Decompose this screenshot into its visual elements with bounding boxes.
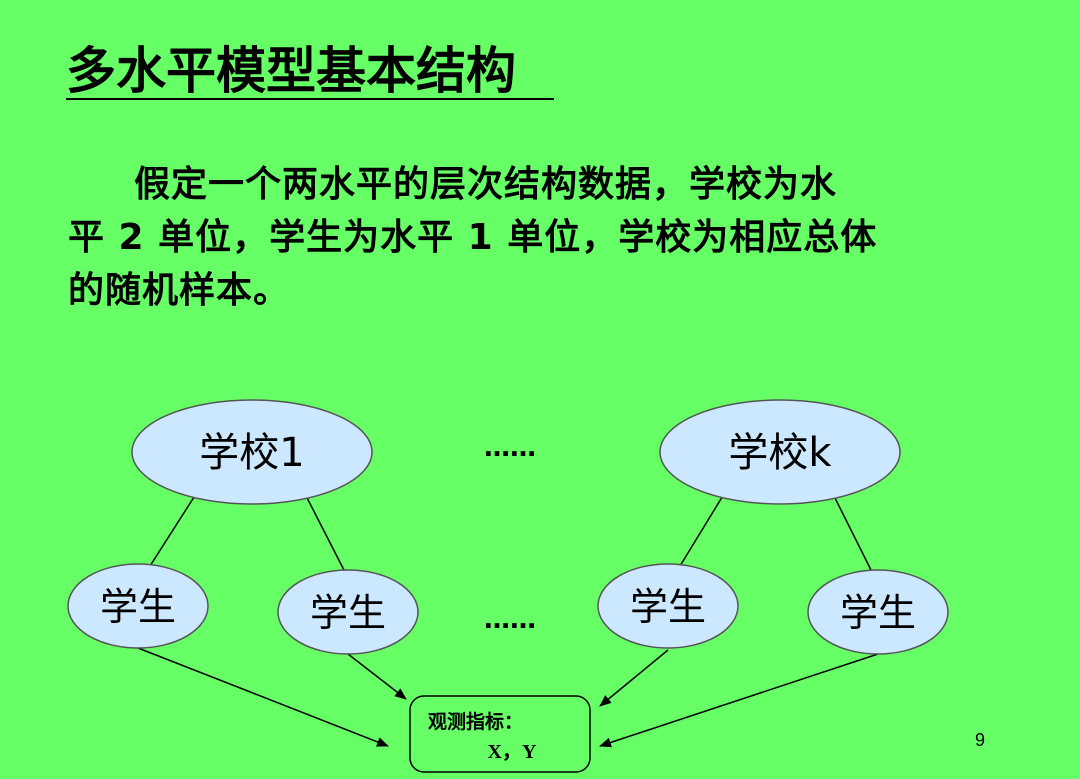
arrow-student1-box xyxy=(137,647,389,747)
school-node-k: 学校k xyxy=(659,399,901,505)
slide-paragraph: 假定一个两水平的层次结构数据，学校为水 平 2 单位，学生为水平 1 单位，学校… xyxy=(68,158,988,317)
arrow-student4-box xyxy=(599,653,879,748)
student-node-1: 学生 xyxy=(67,563,209,649)
paragraph-line-3: 的随机样本。 xyxy=(68,270,291,311)
observation-variables: X，Y xyxy=(488,741,537,763)
ellipsis-students: …… xyxy=(484,605,536,635)
page-number: 9 xyxy=(975,730,986,750)
edge-schoolk-student3 xyxy=(679,493,725,567)
observation-box: 观测指标： X，Y xyxy=(409,695,591,773)
title-underline xyxy=(66,98,554,100)
school-node-1-label: 学校1 xyxy=(199,430,304,476)
student-node-3-label: 学生 xyxy=(630,585,706,629)
student-node-3: 学生 xyxy=(597,563,739,649)
student-node-4-label: 学生 xyxy=(840,591,916,635)
edge-school1-student2 xyxy=(302,489,346,573)
student-node-1-label: 学生 xyxy=(100,585,176,629)
student-node-2: 学生 xyxy=(277,569,419,655)
paragraph-line-1: 假定一个两水平的层次结构数据，学校为水 xyxy=(134,164,838,205)
ellipsis-schools: …… xyxy=(484,433,536,463)
arrow-student2-box xyxy=(347,653,407,700)
edge-schoolk-student4 xyxy=(831,491,873,573)
arrow-student3-box xyxy=(599,649,669,707)
school-node-k-label: 学校k xyxy=(728,430,832,476)
edge-school1-student1 xyxy=(149,493,197,567)
school-node-1: 学校1 xyxy=(131,399,373,505)
observation-label: 观测指标： xyxy=(428,711,523,733)
student-node-2-label: 学生 xyxy=(310,591,386,635)
slide-title: 多水平模型基本结构 xyxy=(66,42,516,100)
paragraph-line-2: 平 2 单位，学生为水平 1 单位，学校为相应总体 xyxy=(68,217,878,258)
student-node-4: 学生 xyxy=(807,569,949,655)
